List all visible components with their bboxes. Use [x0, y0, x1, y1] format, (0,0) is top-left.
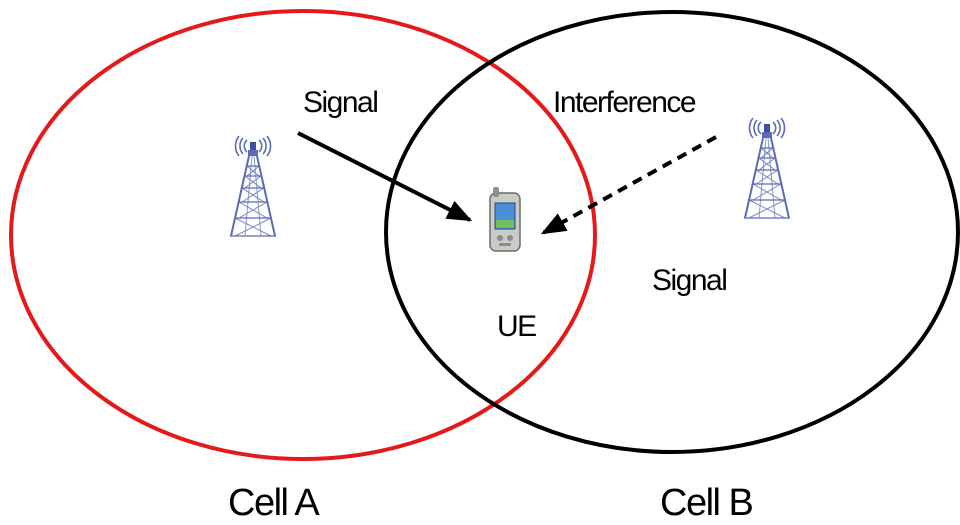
interference-label: Interference: [553, 86, 696, 119]
neighbor-signal-label: Signal: [652, 264, 726, 297]
interference-arrow: [540, 135, 717, 235]
serving-signal-arrow: [297, 131, 473, 222]
ue-label: UE: [497, 310, 536, 343]
cell-a-boundary: [9, 9, 597, 461]
cell-b-boundary: [384, 10, 960, 454]
cell-a-label: Cell A: [228, 482, 320, 524]
cell-tower-a-icon: [229, 135, 277, 237]
serving-signal-label: Signal: [303, 86, 377, 119]
cell-b-label: Cell B: [660, 482, 753, 524]
cell-tower-b-icon: [743, 117, 791, 219]
pda-phone-icon: [489, 187, 521, 252]
